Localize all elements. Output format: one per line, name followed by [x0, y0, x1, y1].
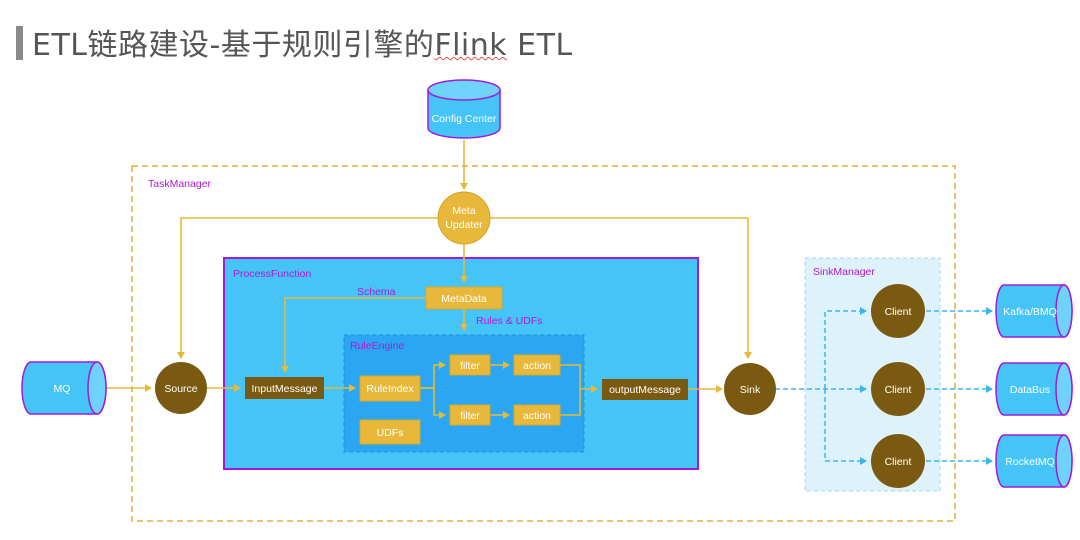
output-message-box: outputMessage [602, 379, 688, 400]
action-top-box: action [513, 354, 561, 376]
page-title-flink: Flink [434, 28, 508, 63]
title-accent-bar [16, 26, 23, 60]
process-function-label: ProcessFunction [233, 268, 311, 280]
input-message-box: InputMessage [245, 377, 324, 399]
filter-top-label: filter [460, 360, 480, 372]
action-bottom-label: action [523, 410, 551, 422]
udfs-label: UDFs [377, 427, 404, 439]
rule-engine-label: RuleEngine [350, 340, 404, 352]
rules-udfs-label: Rules & UDFs [476, 315, 543, 327]
config-center-cylinder: Config Center [427, 79, 501, 139]
arrow-meta-updater-to-sink [490, 217, 752, 359]
metadata-label: MetaData [441, 293, 487, 305]
page-title: ETL链路建设-基于规则引擎的Flink ETL [32, 20, 573, 64]
meta-updater-line1: Meta [452, 205, 476, 217]
client-3-node: Client [871, 434, 925, 488]
action-merge-connector [560, 364, 581, 416]
databus-queue: DataBus [995, 362, 1073, 416]
client-2-node: Client [871, 362, 925, 416]
page-title-etl: ETL [507, 28, 573, 63]
sink-label: Sink [740, 384, 761, 396]
rocketmq-label: RocketMQ [1005, 456, 1055, 468]
kafka-label: Kafka/BMQ [1003, 306, 1057, 318]
page-title-main: ETL链路建设-基于规则引擎的 [32, 28, 435, 63]
arrow-sink-to-client-1 [824, 307, 867, 389]
filter-top-box: filter [449, 354, 491, 376]
client-1-label: Client [885, 306, 912, 318]
rocketmq-queue: RocketMQ [995, 434, 1073, 488]
client-2-label: Client [885, 384, 912, 396]
source-label: Source [164, 383, 197, 395]
filter-bottom-label: filter [460, 410, 480, 422]
kafka-queue: Kafka/BMQ [995, 284, 1073, 338]
output-message-label: outputMessage [609, 384, 681, 396]
action-top-label: action [523, 360, 551, 372]
arrow-ruleindex-to-filter-bottom [420, 387, 446, 419]
mq-queue: MQ [21, 361, 107, 415]
task-manager-label: TaskManager [148, 178, 212, 190]
arrow-meta-updater-to-source [177, 217, 438, 359]
arrow-sink-to-client-3 [824, 389, 867, 465]
meta-updater-line2: Updater [445, 219, 483, 231]
filter-bottom-box: filter [449, 404, 491, 426]
sink-manager-label: SinkManager [813, 266, 875, 278]
client-1-node: Client [871, 284, 925, 338]
rule-index-box: RuleIndex [359, 375, 421, 402]
client-3-label: Client [885, 456, 912, 468]
databus-label: DataBus [1010, 384, 1050, 396]
metadata-box: MetaData [425, 286, 503, 310]
task-manager-container [131, 165, 956, 522]
schema-label: Schema [357, 286, 396, 298]
mq-label: MQ [54, 383, 71, 395]
config-center-label: Config Center [432, 113, 497, 125]
rule-index-label: RuleIndex [366, 383, 414, 395]
meta-updater-node: Meta Updater [437, 191, 491, 245]
arrow-metadata-schema-to-input [281, 297, 426, 373]
udfs-box: UDFs [359, 419, 421, 445]
source-node: Source [155, 362, 207, 414]
sink-node: Sink [724, 363, 776, 415]
input-message-label: InputMessage [252, 383, 318, 395]
action-bottom-box: action [513, 404, 561, 426]
